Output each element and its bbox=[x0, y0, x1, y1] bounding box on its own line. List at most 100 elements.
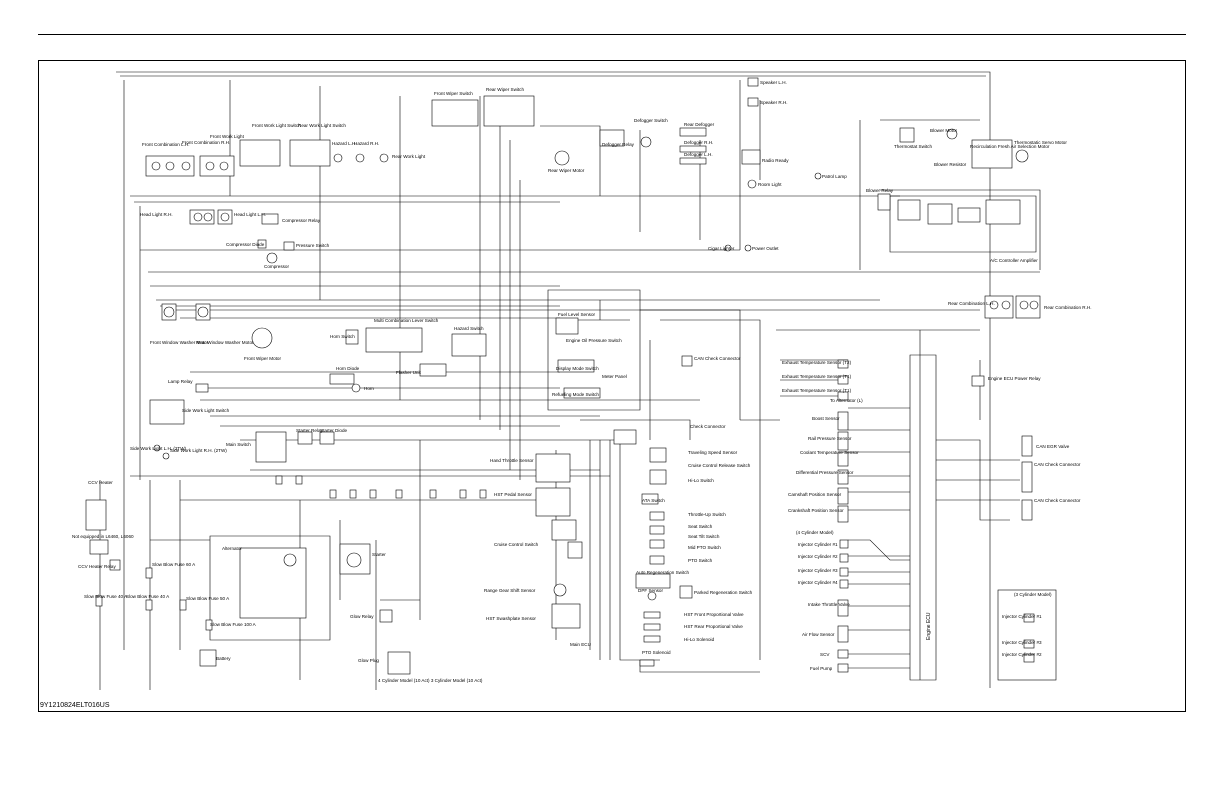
label-glow-note: 4 Cylinder Model (10 Act) 3 Cylinder Mod… bbox=[378, 678, 483, 683]
label-fuel-level-sensor: Fuel Level Sensor bbox=[558, 312, 595, 317]
label-rear-work-light: Rear Work Light bbox=[392, 154, 426, 159]
label-glow-plug: Glow Plug bbox=[358, 658, 379, 663]
label-ccv-heater-relay: CCV Heater Relay bbox=[78, 564, 116, 569]
label-speaker-rh: Speaker R.H. bbox=[760, 100, 788, 105]
label-pressure-switch: Pressure Switch bbox=[296, 243, 330, 248]
label-injector-2: Injector Cylinder #2 bbox=[798, 554, 838, 559]
label-injector-3: Injector Cylinder #3 bbox=[798, 568, 838, 573]
label-hazard-lh: Hazard L.H. bbox=[332, 141, 357, 146]
label-exhaust-temp-t0: Exhaust Temperature Sensor (T1) bbox=[782, 388, 852, 393]
label-four-cyl-model: (4 Cylinder Model) bbox=[796, 530, 834, 535]
label-horn-switch: Horn Switch bbox=[330, 334, 355, 339]
label-front-work-light-switch: Front Work Light Switch bbox=[252, 123, 301, 128]
label-hazard-rh: Hazard R.H. bbox=[354, 141, 379, 146]
label-ac-amplifier: A/C Controller Amplifier bbox=[990, 258, 1038, 263]
label-pto-switch: PTO Switch bbox=[688, 558, 713, 563]
label-slow-blow-fuse-40-b: Slow Blow Fuse 40 A bbox=[126, 594, 170, 599]
label-blower-relay: Blower Relay bbox=[866, 188, 894, 193]
label-horn-diode: Horn Diode bbox=[336, 366, 360, 371]
label-front-work-light: Front Work Light bbox=[210, 134, 245, 139]
label-cruise-control-switch: Cruise Control Switch bbox=[494, 542, 539, 547]
label-front-wiper-motor: Front Wiper Motor bbox=[244, 356, 281, 361]
label-front-window-washer: Front Window Washer Motor bbox=[150, 340, 209, 345]
label-radio-ready: Radio Ready bbox=[762, 158, 789, 163]
label-starter-relay: Starter Relay bbox=[296, 428, 324, 433]
label-side-work-light-rh: Side Work Light R.H. (2TW) bbox=[170, 448, 227, 453]
label-front-combination-rh: Front Combination R.H. bbox=[182, 140, 230, 145]
label-thermostat-switch: Thermostat Switch bbox=[894, 144, 932, 149]
label-inj3-1: Injector Cylinder #1 bbox=[1002, 614, 1042, 619]
label-blower-motor: Blower Motor bbox=[930, 128, 958, 133]
label-air-flow-sensor: Air Flow Sensor bbox=[802, 632, 835, 637]
label-alternator: Alternator bbox=[222, 546, 242, 551]
document-code: 9Y1210824ELT016US bbox=[40, 702, 110, 709]
label-lamp-relay: Lamp Relay bbox=[168, 379, 193, 384]
label-main-switch: Main Switch bbox=[226, 442, 251, 447]
label-check-connector: Check Connector bbox=[690, 424, 726, 429]
label-differential-pressure: Differential Pressure Sensor bbox=[796, 470, 854, 475]
label-boost-sensor: Boost Sensor bbox=[812, 416, 840, 421]
label-seat-switch: Seat Switch bbox=[688, 524, 713, 529]
label-scv: SCV bbox=[820, 652, 830, 657]
label-rear-combination-lh: Rear Combination L.H. bbox=[948, 301, 995, 306]
label-to-alternator: To Alternator (L) bbox=[830, 398, 863, 403]
label-main-ecu: Main ECU bbox=[570, 642, 591, 647]
label-hazard-switch: Hazard Switch bbox=[454, 326, 484, 331]
label-exhaust-temp-t1: Exhaust Temperature Sensor (T1) bbox=[782, 374, 852, 379]
top-rule bbox=[38, 34, 1186, 35]
label-horn: Horn bbox=[364, 386, 374, 391]
label-slow-blow-fuse-50: Slow Blow Fuse 50 A bbox=[186, 596, 230, 601]
label-rail-pressure: Rail Pressure Sensor bbox=[808, 436, 852, 441]
wire-harness bbox=[99, 71, 1041, 690]
label-multi-combination-lever: Multi Combination Lever Switch bbox=[374, 318, 439, 323]
label-can-check-connector: CAN Check Connector bbox=[694, 356, 741, 361]
label-fuel-pump: Fuel Pump bbox=[810, 666, 833, 671]
label-exhaust-temp-t2: Exhaust Temperature Sensor (T2) bbox=[782, 360, 852, 365]
label-can-check-connector-3: CAN Check Connector bbox=[1034, 498, 1081, 503]
label-engine-ecu-power-relay: Engine ECU Power Relay bbox=[988, 376, 1041, 381]
label-hst-swashplate: HST Swashplate Sensor bbox=[486, 616, 536, 621]
label-ata-switch: ATA Switch bbox=[642, 498, 665, 503]
label-side-work-light-switch: Side Work Light Switch bbox=[182, 408, 230, 413]
label-engine-ecu: Engine ECU bbox=[926, 612, 932, 640]
label-compressor-relay: Compressor Relay bbox=[282, 218, 321, 223]
label-compressor-diode: Compressor Diode bbox=[226, 242, 265, 247]
label-battery: Battery bbox=[216, 656, 231, 661]
label-hst-pedal: HST Pedal Sensor bbox=[494, 492, 532, 497]
label-slow-blow-fuse-100: Slow Blow Fuse 100 A bbox=[210, 622, 257, 627]
label-compressor: Compressor bbox=[264, 264, 289, 269]
label-hst-rear-valve: HST Rear Proportional Valve bbox=[684, 624, 743, 629]
component-symbols bbox=[85, 77, 1057, 681]
label-inj3-2: Injector Cylinder #2 bbox=[1002, 652, 1042, 657]
label-hand-throttle: Hand Throttle Sensor bbox=[490, 458, 534, 463]
label-inj3-3: Injector Cylinder #3 bbox=[1002, 640, 1042, 645]
label-rear-wiper-switch: Rear Wiper Switch bbox=[486, 87, 524, 92]
label-room-light: Room Light bbox=[758, 182, 782, 187]
component-labels: Front Combination L.H. Front Combination… bbox=[72, 80, 1092, 683]
label-display-mode-switch: Display Mode Switch bbox=[556, 366, 599, 371]
label-hi-lo-solenoid: Hi-Lo Solenoid bbox=[684, 637, 715, 642]
label-ccv-note: Not equipped in L6460, L6060 bbox=[72, 534, 134, 539]
label-starter: Starter bbox=[372, 552, 386, 557]
label-rear-defogger: Rear Defogger bbox=[684, 122, 715, 127]
label-meter-panel: Meter Panel bbox=[602, 374, 627, 379]
label-head-light-lh: Head Light L.H. bbox=[234, 212, 266, 217]
label-auto-regeneration: Auto Regeneration Switch bbox=[636, 570, 690, 575]
label-recirculation-motor: Recirculation Fresh Air Selection Motor bbox=[970, 144, 1050, 149]
label-dpf-sensor: DPF Sensor bbox=[638, 588, 663, 593]
label-defogger-relay: Defogger Relay bbox=[602, 142, 635, 147]
label-seat-tilt: Seat Tilt Switch bbox=[688, 534, 720, 539]
label-camshaft-position: Camshaft Position Sensor bbox=[788, 492, 842, 497]
label-injector-4: Injector Cylinder #4 bbox=[798, 580, 838, 585]
label-parked-regeneration: Parked Regeneration Switch bbox=[694, 590, 753, 595]
label-crankshaft-position: Crankshaft Position Sensor bbox=[788, 508, 844, 513]
label-starter-diode: Starter Diode bbox=[320, 428, 348, 433]
label-ccv-heater: CCV Heater bbox=[88, 480, 113, 485]
label-power-outlet: Power Outlet bbox=[752, 246, 779, 251]
diagram-frame bbox=[38, 60, 1186, 712]
label-side-work-light-lh: Side Work Light L.H. (2TW) bbox=[130, 446, 187, 451]
label-rear-work-light-switch: Rear Work Light Switch bbox=[298, 123, 346, 128]
label-rear-wiper-motor: Rear Wiper Motor bbox=[548, 168, 585, 173]
label-flasher-unit: Flasher Unit bbox=[396, 370, 421, 375]
